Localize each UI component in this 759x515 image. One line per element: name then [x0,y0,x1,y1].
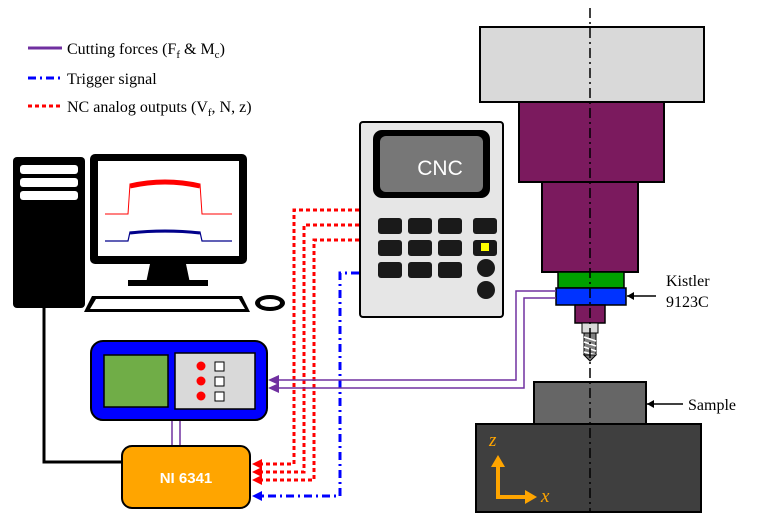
coordinate-axes: z x [488,430,550,507]
force-wire-2 [279,297,556,389]
cnc-key [408,240,432,256]
nc-wire-arrowheads [252,459,262,485]
z-axis-arrowhead [491,455,505,467]
legend: Cutting forces (Ff & Mc) Trigger signal … [28,41,252,119]
drive-bay-3 [20,191,78,200]
x-axis-arrowhead [525,490,537,504]
sensor-pointer-arrow [627,292,634,300]
nc-wire-z [262,238,359,482]
force-signal-red-noise [129,179,201,189]
sensor-dynamometer [555,287,627,306]
monitor-stand [146,264,190,283]
monitor-screen [98,161,239,256]
sample-label: Sample [688,397,736,414]
mouse-highlight [260,299,280,307]
cnc-knob [477,281,495,299]
trigger-arrowhead [252,491,262,501]
arrowhead [252,475,262,485]
cnc-screen [380,136,483,192]
daq-body [121,445,251,509]
spindle-upper [518,101,665,183]
force-wire-1 [279,290,556,381]
amplifier-switch [214,376,225,387]
spindle-head [479,26,705,103]
force-signal-blue-noise [129,229,201,235]
cnc-knob [477,259,495,277]
cnc-key [408,262,432,278]
drive-bay-2 [20,178,78,187]
drive-bay-1 [20,165,78,174]
amplifier-led [196,361,206,371]
computer [13,154,285,312]
amplifier-switch [214,361,225,372]
force-arrowhead [268,375,279,385]
amplifier-led [196,391,206,401]
amplifier-display [103,354,169,408]
cnc-controller: CNC [359,121,504,318]
cnc-screen-label: CNC [417,157,463,180]
amplifier-led [196,376,206,386]
ni-daq: NI 6341 [121,445,251,509]
legend-nc-label: NC analog outputs (Vf, N, z) [67,99,252,119]
amplifier-switch [214,391,225,402]
cnc-key [473,218,497,234]
cnc-indicator-light [481,243,489,251]
charge-amplifier [90,340,268,421]
cnc-key [408,218,432,234]
nc-wire-n [262,223,359,474]
sensor-top [557,271,625,289]
computer-daq-cable [42,308,122,464]
arrowhead [252,467,262,477]
sensor-label-line1: Kistler [666,273,710,290]
monitor-base [128,280,208,286]
arrowhead [252,459,262,469]
legend-cutting-forces-label: Cutting forces (Ff & Mc) [67,41,225,61]
cnc-key [378,262,402,278]
sample-pointer-arrow [647,400,654,408]
cnc-key [378,218,402,234]
daq-label: NI 6341 [160,470,213,487]
cnc-keypad [378,218,497,299]
cnc-key [438,218,462,234]
keyboard-keys [90,299,245,309]
z-axis-label: z [488,430,497,451]
nc-wire-vf [262,208,359,466]
force-arrowhead [268,383,279,393]
machine-spindle [479,26,705,362]
trigger-wire [262,271,359,498]
cnc-key [378,240,402,256]
cnc-key [438,240,462,256]
machine-table [475,381,702,513]
legend-trigger-label: Trigger signal [67,71,157,88]
x-axis-label: x [540,486,550,507]
nc-output-wires [262,208,359,482]
cnc-key [438,262,462,278]
sensor-label-line2: 9123C [666,294,709,311]
